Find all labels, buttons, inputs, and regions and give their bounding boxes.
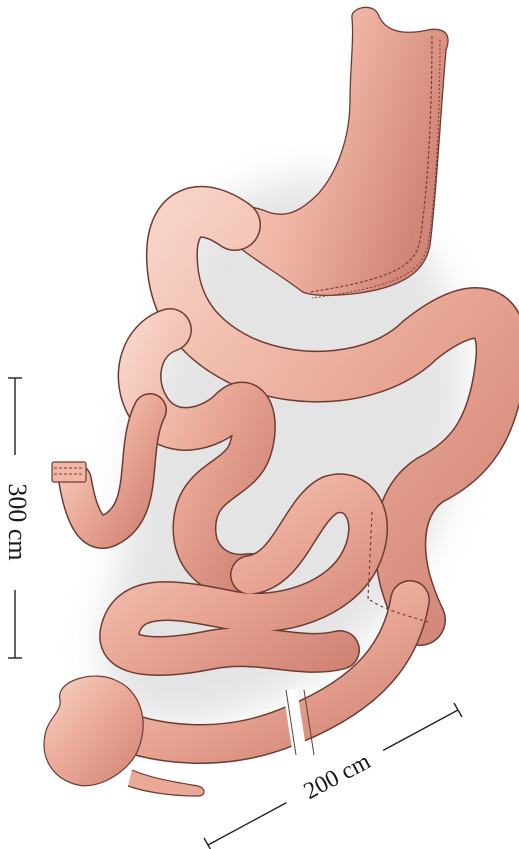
measure-vertical: 300 cm [3,378,32,658]
bowel-stump [52,462,86,482]
appendix [128,770,204,796]
stomach-pouch [224,7,448,298]
measure-vertical-label: 300 cm [3,483,32,560]
